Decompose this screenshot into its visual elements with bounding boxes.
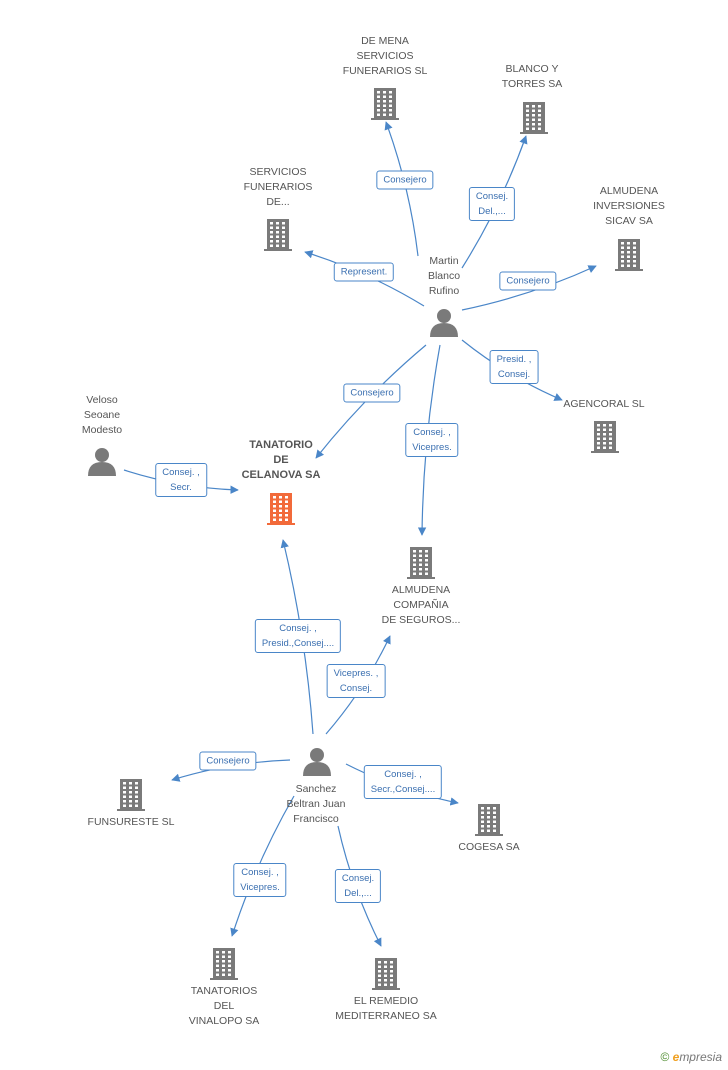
edge-label-sanchez-funsureste[interactable]: Consejero xyxy=(199,751,257,771)
node-label-blanco_torres[interactable]: BLANCO Y TORRES SA xyxy=(501,63,563,90)
sanchez-person-icon[interactable] xyxy=(303,748,331,776)
node-label-martin[interactable]: Martin Blanco Rufino xyxy=(427,255,461,297)
watermark-initial: e xyxy=(672,1050,680,1064)
edge-label-martin-agencoral[interactable]: Presid. , Consej. xyxy=(489,350,539,384)
edge-label-sanchez-cogesa[interactable]: Consej. , Secr.,Consej.... xyxy=(363,765,443,799)
node-label-almudena_seg[interactable]: ALMUDENA COMPAÑIA DE SEGUROS... xyxy=(381,584,461,626)
funsureste-building-icon[interactable] xyxy=(117,779,145,811)
edge-label-veloso-tanatorio[interactable]: Consej. , Secr. xyxy=(155,463,207,497)
el_remedio-building-icon[interactable] xyxy=(372,958,400,990)
edge-label-sanchez-tanatorios_vin[interactable]: Consej. , Vicepres. xyxy=(233,863,287,897)
edge-label-martin-blanco_torres[interactable]: Consej. Del.,... xyxy=(468,187,516,221)
edge-label-martin-de_mena[interactable]: Consejero xyxy=(376,170,434,190)
node-label-sanchez[interactable]: Sanchez Beltran Juan Francisco xyxy=(286,783,346,825)
node-label-agencoral[interactable]: AGENCORAL SL xyxy=(563,398,645,410)
edge-label-sanchez-almudena_seg[interactable]: Vicepres. , Consej. xyxy=(326,664,386,698)
blanco_torres-building-icon[interactable] xyxy=(520,102,548,134)
servicios_funerarios-building-icon[interactable] xyxy=(264,219,292,251)
edge-label-martin-servicios_funerarios[interactable]: Represent. xyxy=(333,262,395,282)
edge-label-sanchez-tanatorio[interactable]: Consej. , Presid.,Consej.... xyxy=(254,619,342,653)
edge-label-martin-almudena_seg[interactable]: Consej. , Vicepres. xyxy=(405,423,459,457)
de_mena-building-icon[interactable] xyxy=(371,88,399,120)
almudena_seg-building-icon[interactable] xyxy=(407,547,435,579)
agencoral-building-icon[interactable] xyxy=(591,421,619,453)
node-label-almudena_inv[interactable]: ALMUDENA INVERSIONES SICAV SA xyxy=(593,185,665,227)
cogesa-building-icon[interactable] xyxy=(475,804,503,836)
node-label-tanatorios_vin[interactable]: TANATORIOS DEL VINALOPO SA xyxy=(188,985,260,1027)
node-label-veloso[interactable]: Veloso Seoane Modesto xyxy=(81,394,123,436)
edge-label-martin-tanatorio[interactable]: Consejero xyxy=(343,383,401,403)
edge-label-martin-almudena_inv[interactable]: Consejero xyxy=(499,271,557,291)
edge-martin-to-almudena_inv xyxy=(461,265,597,311)
node-label-el_remedio[interactable]: EL REMEDIO MEDITERRANEO SA xyxy=(335,995,437,1022)
tanatorio-building-icon[interactable] xyxy=(267,493,295,525)
node-label-tanatorio[interactable]: TANATORIO DE CELANOVA SA xyxy=(241,439,321,481)
almudena_inv-building-icon[interactable] xyxy=(615,239,643,271)
node-label-cogesa[interactable]: COGESA SA xyxy=(458,841,520,853)
martin-person-icon[interactable] xyxy=(430,309,458,337)
veloso-person-icon[interactable] xyxy=(88,448,116,476)
empresia-watermark: © empresia xyxy=(660,1050,722,1064)
node-label-de_mena[interactable]: DE MENA SERVICIOS FUNERARIOS SL xyxy=(342,35,428,77)
node-label-servicios_funerarios[interactable]: SERVICIOS FUNERARIOS DE... xyxy=(243,166,313,208)
node-label-funsureste[interactable]: FUNSURESTE SL xyxy=(87,816,175,828)
watermark-text: mpresia xyxy=(679,1050,722,1064)
edge-label-sanchez-el_remedio[interactable]: Consej. Del.,... xyxy=(334,869,382,903)
tanatorios_vin-building-icon[interactable] xyxy=(210,948,238,980)
copyright-symbol: © xyxy=(660,1050,670,1064)
